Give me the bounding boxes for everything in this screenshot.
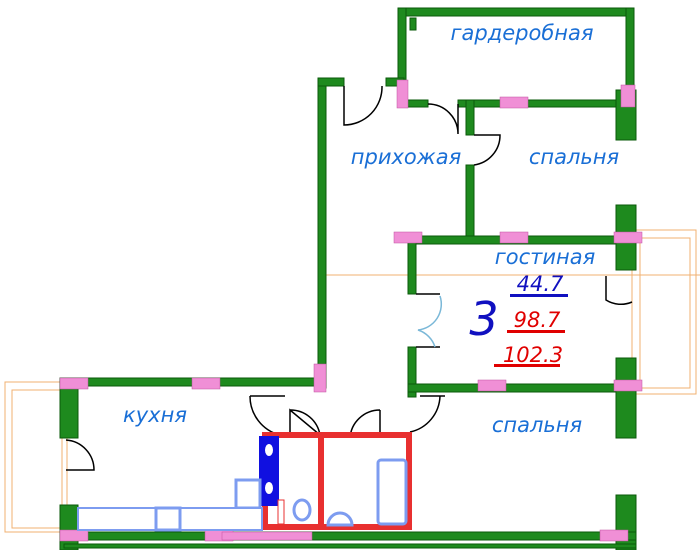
stove (154, 506, 182, 532)
boiler (259, 436, 279, 506)
room-label-bedroom-bottom: спальня (492, 413, 582, 437)
sink (326, 511, 354, 527)
kitchen-sink (234, 478, 262, 510)
rooms-count: 3 (469, 292, 498, 346)
bathroom (77, 432, 412, 532)
total-area-with-balcony: 102.3 (503, 343, 563, 367)
doors (65, 85, 633, 471)
toilet (292, 498, 312, 522)
room-label-kitchen: кухня (123, 403, 187, 427)
room-label-living-room: гостиная (495, 245, 596, 269)
room-label-bedroom-top: спальня (529, 145, 619, 169)
living-area: 44.7 (517, 272, 564, 296)
total-area: 98.7 (514, 308, 561, 332)
balcony-outlines (4, 10, 700, 533)
room-label-wardrobe: гардеробная (450, 21, 593, 45)
room-label-hallway: прихожая (351, 145, 461, 169)
windows (59, 79, 643, 542)
bathtub (376, 458, 408, 526)
